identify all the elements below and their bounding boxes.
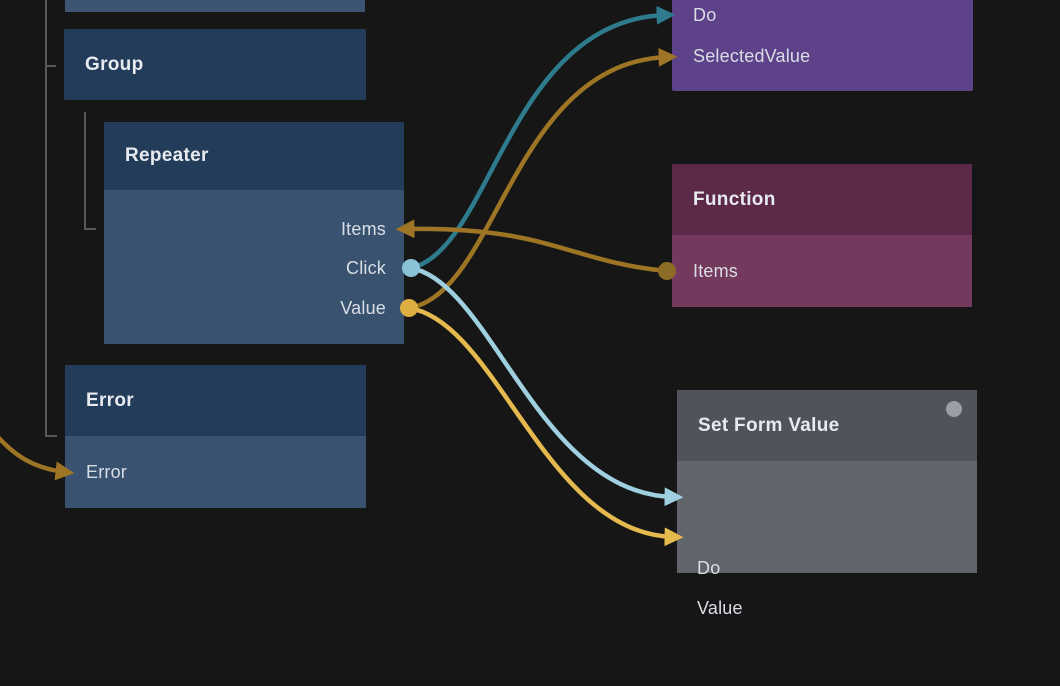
port-setformvalue-value[interactable]: Value <box>697 598 743 618</box>
hierarchy-tree-line <box>84 112 96 230</box>
port-picker-selectedvalue[interactable]: SelectedValue <box>693 46 811 66</box>
node-body: Do Value <box>677 461 977 618</box>
repeater-click-output-dot[interactable] <box>402 259 420 277</box>
node-repeater[interactable]: Repeater Items Click Value <box>104 122 404 344</box>
node-group[interactable]: Group <box>64 29 366 100</box>
node-title: Set Form Value <box>698 414 840 436</box>
node-header: Function <box>672 164 972 235</box>
port-function-items[interactable]: Items <box>693 261 739 281</box>
port-error-error[interactable]: Error <box>86 462 127 482</box>
node-error[interactable]: Error Error <box>65 365 366 508</box>
port-picker-do[interactable]: Do <box>693 5 717 25</box>
node-header: Set Form Value <box>677 390 977 461</box>
node-body: Error <box>65 436 366 508</box>
wire-offscreen-to-error-error[interactable] <box>0 430 75 481</box>
wire-function-items-to-repeater-items[interactable] <box>395 219 670 274</box>
wire-repeater-value-to-setformvalue-value[interactable] <box>406 305 684 547</box>
port-repeater-click[interactable]: Click <box>346 258 386 278</box>
node-function[interactable]: Function Items <box>672 164 972 307</box>
node-body: Items <box>672 235 972 307</box>
wire-repeater-click-to-setformvalue-do[interactable] <box>408 265 684 507</box>
node-header: Error <box>65 365 366 436</box>
node-title: Repeater <box>125 145 209 166</box>
node-picker[interactable]: Do SelectedValue <box>672 0 973 91</box>
node-body: Items Click Value <box>104 190 404 344</box>
port-repeater-value[interactable]: Value <box>340 298 386 318</box>
hierarchy-tree-line <box>45 0 57 437</box>
wire-repeater-click-to-picker-do[interactable] <box>408 5 676 271</box>
port-repeater-items[interactable]: Items <box>340 219 386 239</box>
node-title: Function <box>693 188 776 210</box>
port-setformvalue-do[interactable]: Do <box>697 558 721 578</box>
node-title: Group <box>85 53 144 75</box>
node-header: Repeater <box>104 122 404 190</box>
node-status-badge <box>946 401 962 417</box>
node-title: Error <box>86 389 134 411</box>
wire-repeater-value-to-picker-selectedvalue[interactable] <box>406 47 678 311</box>
node-set-form-value[interactable]: Set Form Value Do Value <box>677 390 977 618</box>
node-partial-top[interactable] <box>65 0 365 12</box>
